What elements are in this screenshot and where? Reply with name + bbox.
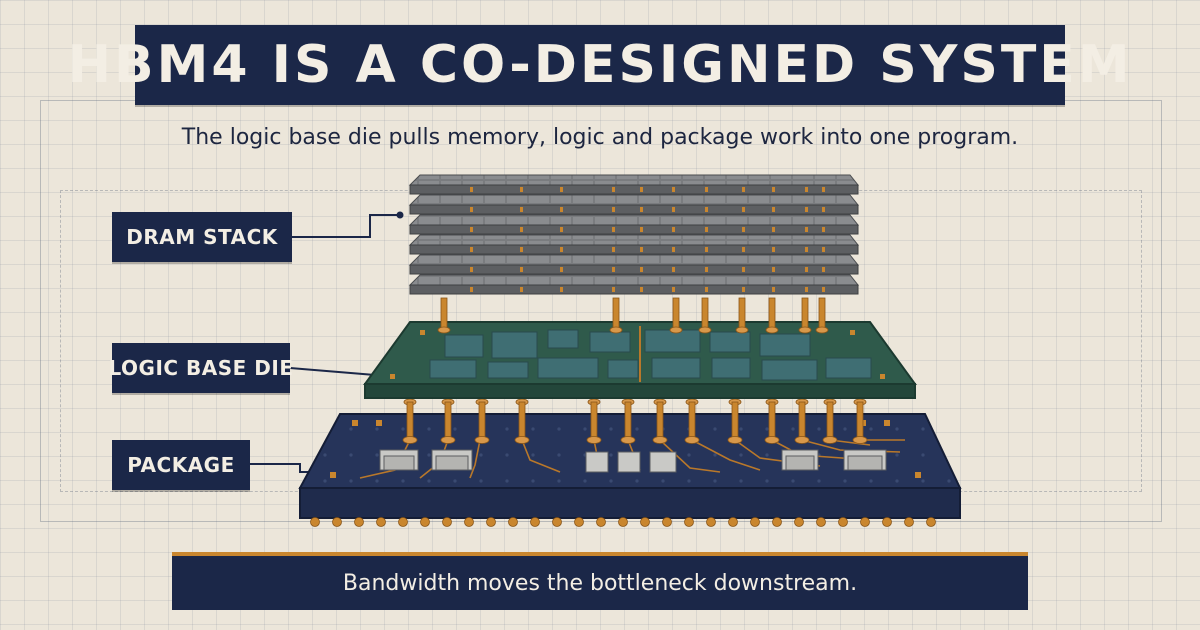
dram-layer (408, 194, 860, 215)
dram-connector (292, 214, 400, 238)
micro-bump-pillar (586, 398, 602, 444)
solder-ball (728, 517, 738, 527)
micro-bump-pillar (440, 398, 456, 444)
solder-ball (816, 517, 826, 527)
tsv-pillar (609, 297, 623, 334)
through-silicon-vias (437, 297, 829, 334)
dram-layer (408, 274, 860, 295)
tsv-pillar (765, 297, 779, 334)
solder-ball (618, 517, 628, 527)
solder-ball (442, 517, 452, 527)
solder-ball (706, 517, 716, 527)
dram-layer (408, 254, 860, 275)
solder-ball (420, 517, 430, 527)
solder-ball (464, 517, 474, 527)
solder-ball (574, 517, 584, 527)
solder-ball (882, 517, 892, 527)
solder-ball (640, 517, 650, 527)
solder-ball (530, 517, 540, 527)
micro-bump-pillar (822, 398, 838, 444)
solder-ball (354, 517, 364, 527)
logic-base-die (363, 321, 917, 399)
solder-ball (398, 517, 408, 527)
micro-bump-pillar (620, 398, 636, 444)
tsv-pillar (669, 297, 683, 334)
package-label: PACKAGE (112, 440, 250, 490)
footer-bar: Bandwidth moves the bottleneck downstrea… (172, 552, 1028, 610)
solder-ball (486, 517, 496, 527)
solder-ball (684, 517, 694, 527)
micro-bump-pillar (684, 398, 700, 444)
package-substrate (298, 413, 962, 527)
logic-base-die-label: LOGIC BASE DIE (109, 343, 293, 393)
solder-ball (662, 517, 672, 527)
tsv-pillar (437, 297, 451, 334)
micro-bump-pillar (852, 398, 868, 444)
page-title: HBM4 IS A CO-DESIGNED SYSTEM (67, 35, 1133, 95)
solder-ball (332, 517, 342, 527)
tsv-pillar (698, 297, 712, 334)
micro-bump-pillar (402, 398, 418, 444)
solder-ball (750, 517, 760, 527)
solder-ball (794, 517, 804, 527)
dram-stack-label: DRAM STACK (112, 212, 292, 262)
solder-ball (596, 517, 606, 527)
micro-bump-pillar (794, 398, 810, 444)
dram-layer (408, 174, 860, 195)
solder-ball (904, 517, 914, 527)
dram-layer (408, 214, 860, 235)
title-banner: HBM4 IS A CO-DESIGNED SYSTEM (67, 25, 1130, 105)
tsv-pillar (798, 297, 812, 334)
package-micro-bumps (402, 398, 868, 444)
solder-ball (860, 517, 870, 527)
solder-ball (838, 517, 848, 527)
logic-connector (289, 367, 376, 376)
solder-ball (552, 517, 562, 527)
solder-ball (310, 517, 320, 527)
package-connector (250, 463, 318, 473)
micro-bump-pillar (764, 398, 780, 444)
solder-ball (376, 517, 386, 527)
solder-ball (508, 517, 518, 527)
micro-bump-pillar (474, 398, 490, 444)
dram-layer (408, 234, 860, 255)
tsv-pillar (735, 297, 749, 334)
subtitle: The logic base die pulls memory, logic a… (181, 125, 1019, 150)
footer-text: Bandwidth moves the bottleneck downstrea… (342, 570, 858, 596)
solder-ball (926, 517, 936, 527)
dram-stack-layers (408, 174, 860, 295)
solder-ball (772, 517, 782, 527)
tsv-pillar (815, 297, 829, 334)
